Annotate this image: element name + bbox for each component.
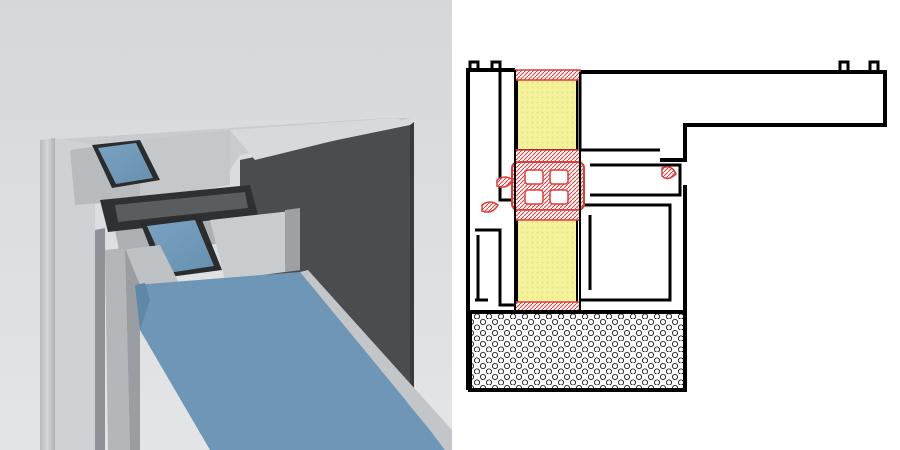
outer-frame-left bbox=[40, 138, 55, 450]
sash-vertical-shadow bbox=[125, 248, 140, 450]
glass-pane-shadow bbox=[135, 283, 150, 330]
glass-pane-frame-edge bbox=[300, 270, 452, 450]
gasket-top bbox=[514, 69, 581, 81]
glass-pane bbox=[135, 272, 445, 450]
chamber-wall-2 bbox=[140, 130, 230, 200]
seal-left-upper bbox=[496, 176, 514, 188]
insulation-upper bbox=[516, 77, 578, 151]
section-drawing bbox=[452, 0, 900, 450]
top-notches bbox=[468, 60, 880, 72]
thermal-break-core bbox=[511, 161, 585, 211]
substrate-hatch bbox=[468, 310, 687, 392]
left-chamber-walls bbox=[475, 70, 515, 307]
seal-right bbox=[661, 166, 677, 180]
sash-chamber-edge bbox=[285, 208, 300, 272]
seal-left-lower bbox=[481, 201, 499, 213]
dark-frame-edge bbox=[410, 122, 414, 400]
outer-frame-face bbox=[55, 138, 95, 450]
thermal-break-highlight bbox=[115, 192, 248, 222]
gasket-mid-upper bbox=[514, 149, 581, 163]
thermal-cavity-2 bbox=[549, 169, 569, 185]
frame-top-lip bbox=[230, 118, 410, 160]
right-chamber-walls bbox=[578, 72, 682, 302]
sash-lines bbox=[514, 70, 581, 312]
profile-3d-render bbox=[0, 0, 452, 450]
section-svg bbox=[466, 60, 887, 392]
outer-frame-shadow bbox=[95, 228, 105, 450]
insulation-lower bbox=[516, 217, 578, 304]
gasket-mid-lower bbox=[514, 209, 581, 221]
sash-vertical bbox=[105, 248, 130, 450]
thermal-cavity-4 bbox=[549, 189, 569, 205]
upper-glass-strip bbox=[98, 143, 153, 184]
thermal-cavity-3 bbox=[524, 189, 544, 205]
thermal-cavity-1 bbox=[524, 169, 544, 185]
sash-chamber-right bbox=[210, 210, 300, 280]
render-svg bbox=[0, 0, 452, 450]
